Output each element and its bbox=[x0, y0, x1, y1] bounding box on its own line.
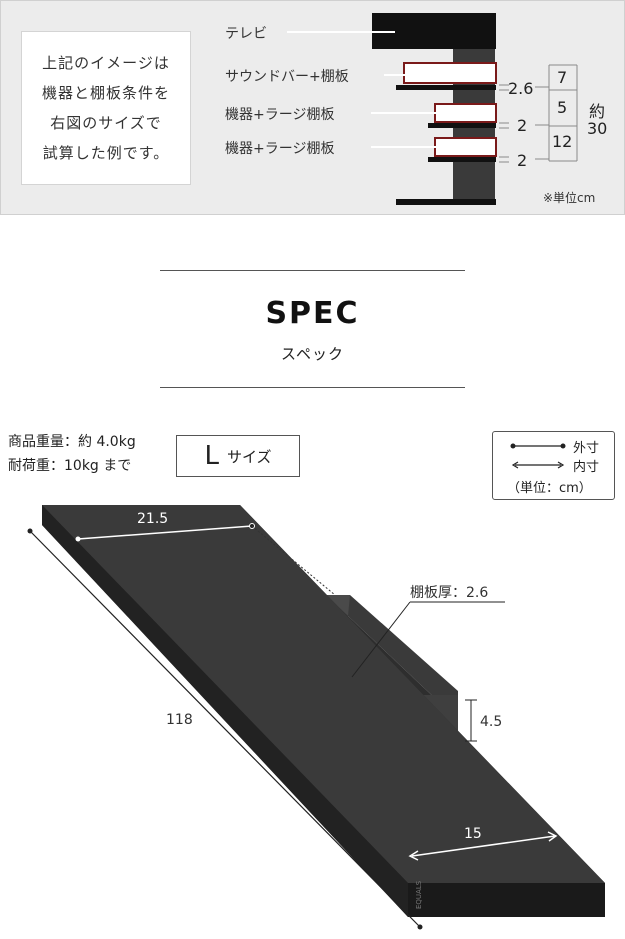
height-label-2: 5 bbox=[557, 98, 568, 117]
dimension-lines-spec bbox=[27, 523, 558, 930]
shelf-drawing: EQUALS bbox=[27, 505, 605, 930]
spec-rule-top bbox=[160, 270, 465, 271]
size-word: サイズ bbox=[226, 447, 272, 466]
inner-width-label: 15 bbox=[464, 826, 482, 842]
unit-note: ※単位cm bbox=[543, 191, 596, 205]
gap-label-3: 2 bbox=[517, 151, 528, 170]
legend-outer: 外寸 bbox=[573, 441, 600, 456]
length-label: 118 bbox=[166, 712, 193, 728]
total-value: 30 bbox=[587, 119, 608, 138]
legend-inner: 内寸 bbox=[573, 460, 600, 475]
size-letter: L bbox=[204, 441, 219, 471]
bracket-height-label: 4.5 bbox=[480, 714, 503, 730]
thickness-label: 棚板厚：2.6 bbox=[410, 585, 489, 601]
label-tv: テレビ bbox=[225, 26, 267, 42]
note-line: 機器と棚板条件を bbox=[41, 84, 170, 102]
spec-title: SPEC bbox=[265, 296, 360, 331]
legend-arrows bbox=[510, 443, 566, 469]
legend-box: 外寸 内寸 （単位：cm） bbox=[492, 431, 615, 500]
height-label-1: 7 bbox=[557, 68, 568, 87]
height-label-3: 12 bbox=[552, 132, 573, 151]
spec-subtitle: スペック bbox=[281, 345, 344, 363]
stack-diagram bbox=[287, 13, 578, 205]
soundbar-shelf bbox=[396, 85, 496, 90]
soundbar-shape bbox=[403, 62, 497, 84]
legend-unit: （単位：cm） bbox=[507, 481, 592, 496]
label-device1: 機器+ラージ棚板 bbox=[225, 107, 335, 123]
total-prefix: 約 bbox=[589, 102, 606, 121]
device1-shelf bbox=[428, 123, 496, 128]
device2-shelf bbox=[428, 157, 496, 162]
shelf-board bbox=[42, 505, 605, 917]
note-line: 右図のサイズで bbox=[50, 114, 162, 132]
note-box: 上記のイメージは 機器と棚板条件を 右図のサイズで 試算した例です。 bbox=[21, 31, 191, 185]
note-text: 上記のイメージは 機器と棚板条件を 右図のサイズで 試算した例です。 bbox=[42, 48, 170, 168]
note-line: 試算した例です。 bbox=[42, 144, 170, 162]
example-diagram-panel: 上記のイメージは 機器と棚板条件を 右図のサイズで 試算した例です。 bbox=[0, 0, 625, 215]
product-weight: 商品重量：約 4.0kg bbox=[8, 434, 136, 450]
size-box: L サイズ bbox=[176, 435, 300, 477]
gap-label-1: 2.6 bbox=[508, 79, 534, 98]
spec-rule-bottom bbox=[160, 387, 465, 388]
label-soundbar: サウンドバー+棚板 bbox=[225, 69, 349, 85]
depth-label: 21.5 bbox=[137, 511, 169, 527]
dimension-lines bbox=[499, 64, 578, 163]
load-capacity: 耐荷重：10kg まで bbox=[8, 458, 132, 474]
engraving: EQUALS bbox=[415, 880, 423, 909]
label-device2: 機器+ラージ棚板 bbox=[225, 141, 335, 157]
base-shelf bbox=[396, 199, 496, 205]
note-line: 上記のイメージは bbox=[42, 54, 170, 72]
gap-label-2: 2 bbox=[517, 116, 528, 135]
